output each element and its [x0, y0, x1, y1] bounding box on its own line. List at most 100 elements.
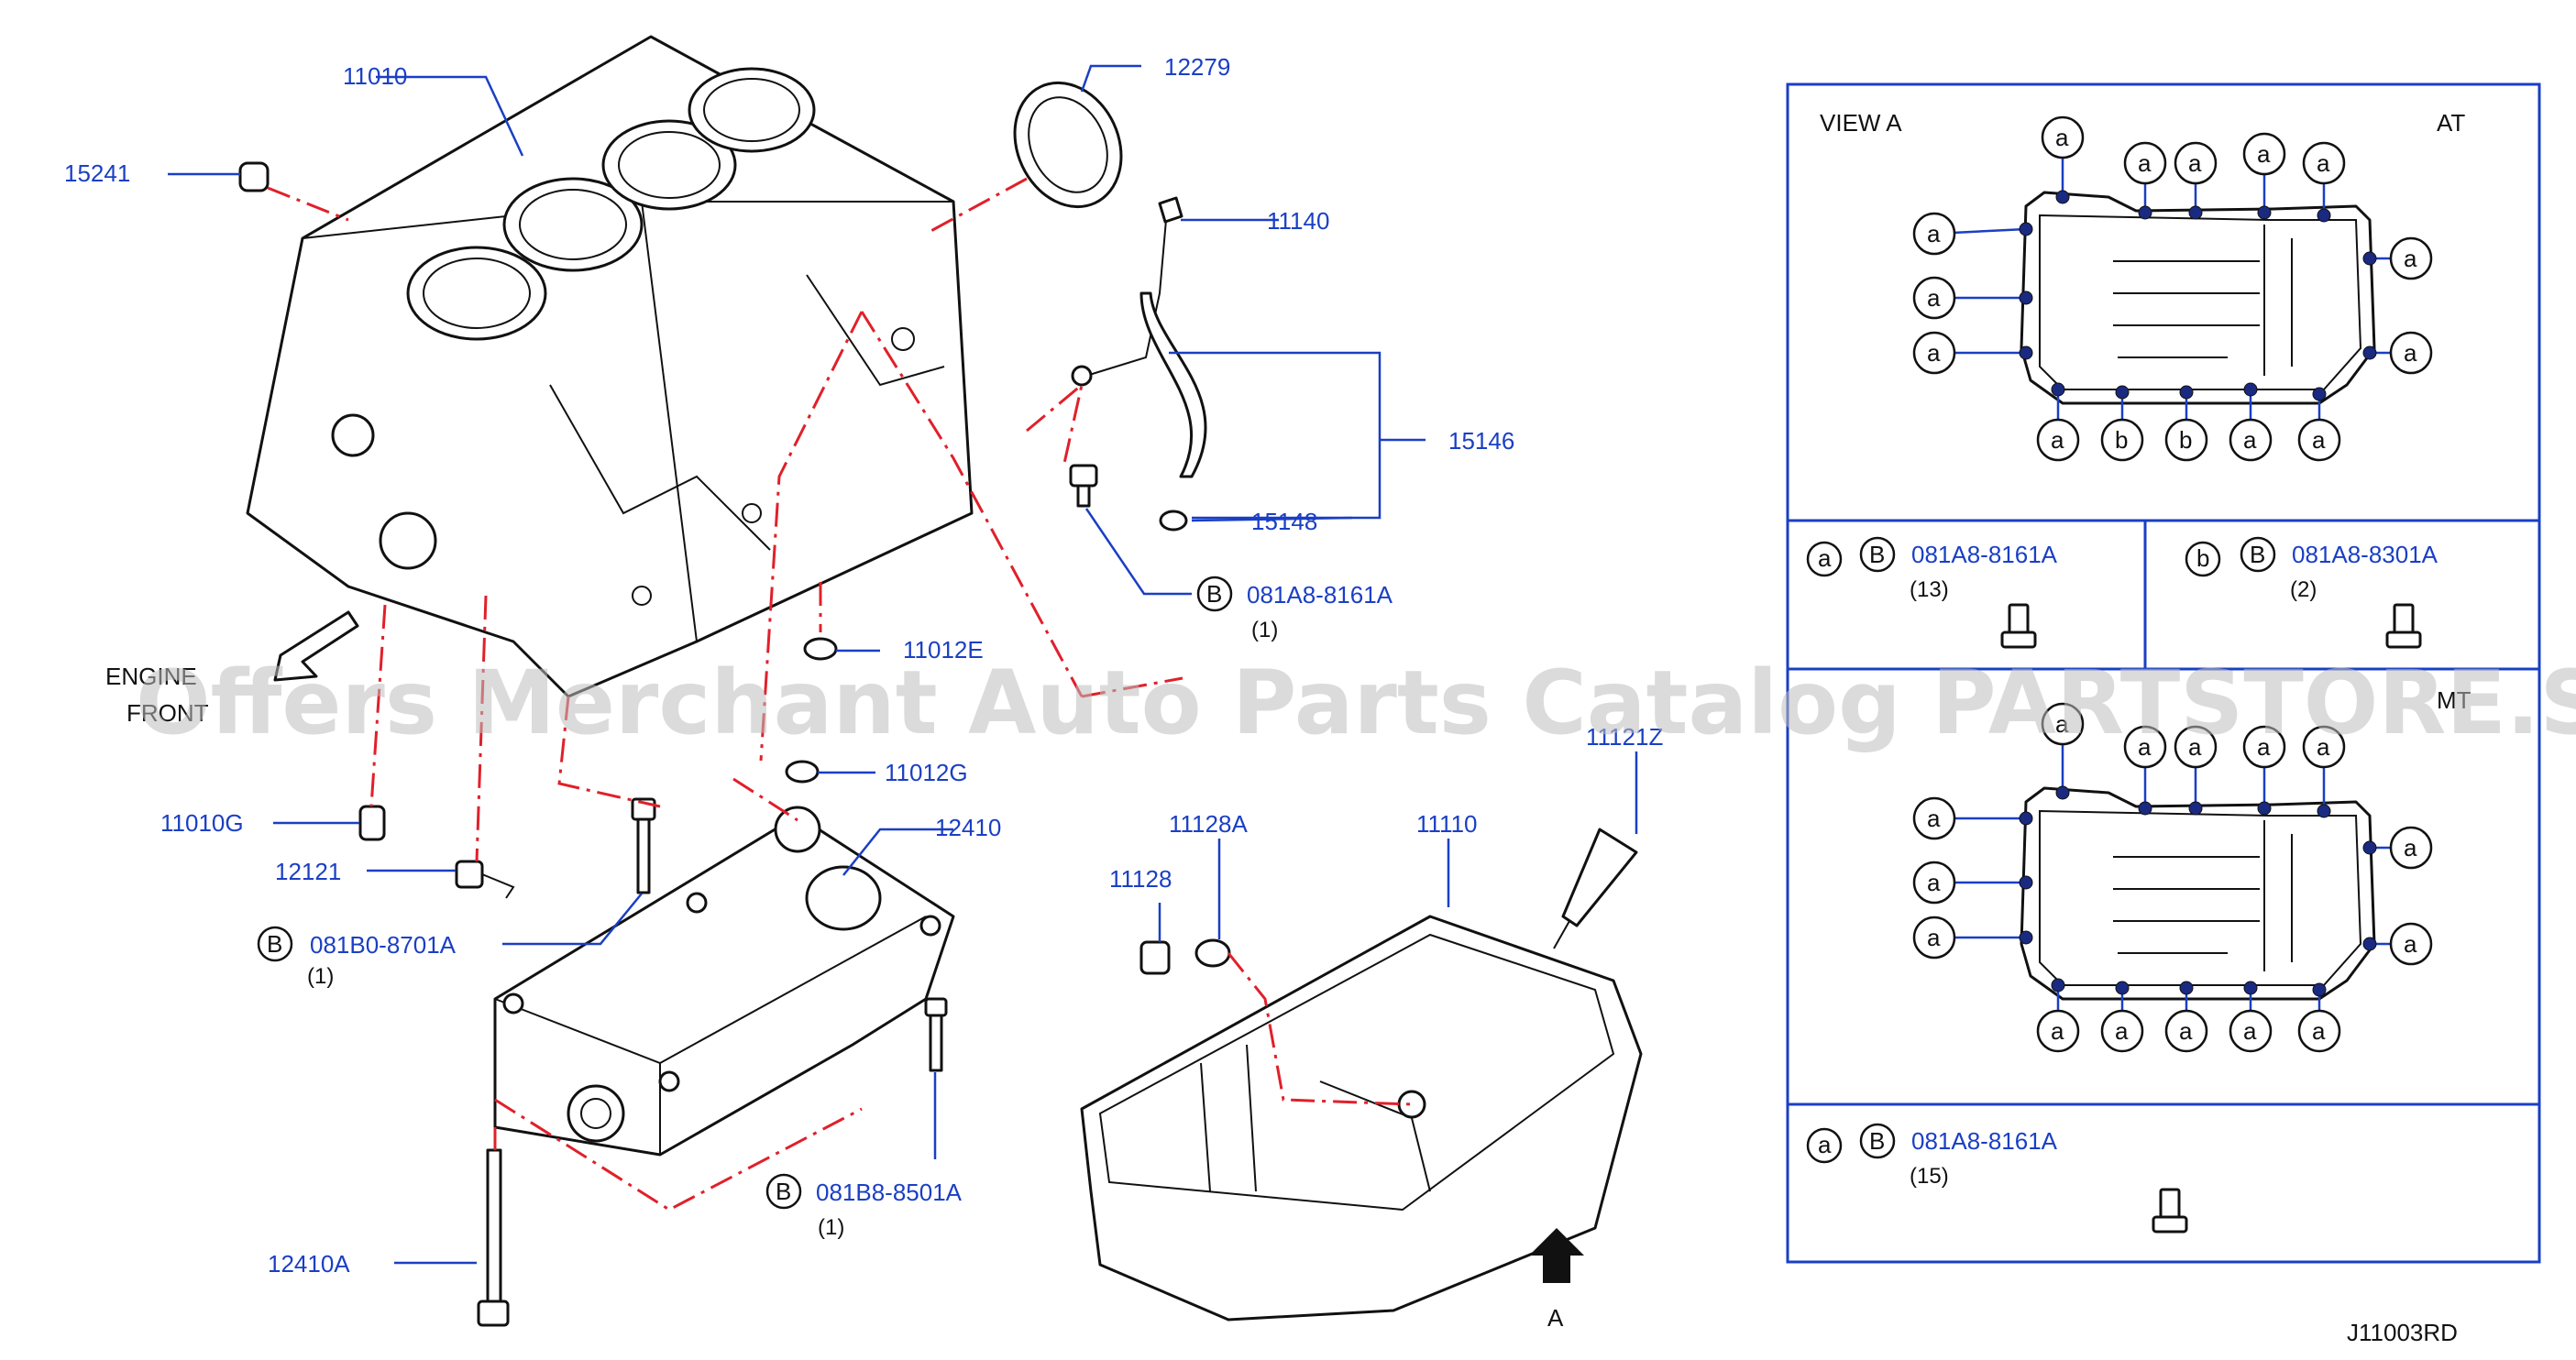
- bolt-icon: [2000, 603, 2037, 649]
- label-11110[interactable]: 11110: [1416, 810, 1478, 838]
- legend-at-a-circle: [1806, 541, 1843, 577]
- label-12121[interactable]: 12121: [275, 858, 341, 885]
- bolt-position-dot: [2179, 981, 2194, 995]
- bolt-position-dot: [2019, 222, 2033, 236]
- phantom-lines: [267, 177, 1413, 1212]
- bolt-code-b-circle: [257, 926, 293, 962]
- label-081B0-8701A[interactable]: 081B0-8701A: [310, 931, 457, 959]
- bolt-callout-letter: a: [2243, 426, 2257, 454]
- bolt-callout-letter: a: [2257, 733, 2271, 761]
- legend-at-b-b-letter: B: [2250, 541, 2265, 568]
- bolt-position-dot: [2115, 981, 2130, 995]
- label-15148[interactable]: 15148: [1251, 508, 1317, 535]
- label-12279[interactable]: 12279: [1164, 53, 1230, 81]
- bolt-callout-letter: b: [2179, 426, 2192, 454]
- knock-pin-15241-drawing: [238, 161, 270, 192]
- label-11121Z[interactable]: 11121Z: [1586, 723, 1663, 751]
- legend-at-a-b-letter: B: [1869, 541, 1885, 568]
- mt-label: MT: [2437, 686, 2471, 714]
- bolt-callout-letter: a: [2115, 1017, 2129, 1045]
- bolt-position-dot: [2257, 205, 2272, 220]
- view-a-arrow-label: A: [1547, 1304, 1564, 1332]
- view-a-arrow-icon: [1529, 1228, 1584, 1283]
- label-081A8-8161A[interactable]: 081A8-8161A: [1247, 581, 1393, 609]
- bolt-callout-circle: [1912, 916, 1956, 960]
- bolt-callout-circle: [2229, 418, 2273, 462]
- legend-at-a-b-circle: [1859, 536, 1896, 573]
- bolt-position-dot: [2055, 190, 2070, 204]
- bolt-code-b-letter: B: [776, 1178, 791, 1205]
- bolt-callout-circle: [2229, 1009, 2273, 1053]
- bolt-callout-letter: a: [2055, 710, 2069, 738]
- legend-mt-a-circle: [1806, 1127, 1843, 1164]
- bolt-callout-circle: [2100, 1009, 2144, 1053]
- bolt-icon: [2152, 1188, 2188, 1234]
- bolt-callout-letter: a: [2317, 733, 2330, 761]
- bolt-position-dot: [2115, 385, 2130, 400]
- label-12410[interactable]: 12410: [935, 814, 1001, 841]
- bolt-081B0-8701A-drawing: [631, 797, 656, 894]
- bolt-callout-letter: a: [2404, 834, 2417, 861]
- bolt-callout-letter: a: [2138, 733, 2152, 761]
- cylinder-block-drawing: [246, 35, 974, 698]
- bolt-callout-letter: a: [1927, 220, 1941, 247]
- bolt-code-b-circle: [765, 1173, 802, 1210]
- bolt-12410A-drawing: [477, 1148, 510, 1327]
- qty-081B8-8501A: (1): [818, 1215, 844, 1240]
- label-11012E[interactable]: 11012E: [903, 636, 984, 664]
- bolt-position-dot: [2188, 801, 2203, 816]
- at-label: AT: [2437, 109, 2465, 137]
- bolt-position-dot: [2188, 205, 2203, 220]
- legend-mt-a-part[interactable]: 081A8-8161A: [1911, 1127, 2058, 1155]
- bolt-callout-letter: a: [2404, 930, 2417, 958]
- bolt-position-dot: [2317, 804, 2331, 818]
- bolt-position-dot: [2243, 382, 2258, 397]
- label-11010G[interactable]: 11010G: [160, 809, 244, 837]
- bolt-callout-letter: a: [2317, 149, 2330, 177]
- bolt-callout-letter: a: [2404, 339, 2417, 367]
- watermark-text: Offers Merchant Auto Parts Catalog PARTS…: [136, 652, 2576, 754]
- bolt-callout-letter: b: [2115, 426, 2128, 454]
- bolt-callout-letter: a: [2257, 140, 2271, 168]
- label-15241[interactable]: 15241: [64, 159, 130, 187]
- label-081B8-8501A[interactable]: 081B8-8501A: [816, 1179, 963, 1206]
- legend-mt-a-b-letter: B: [1869, 1127, 1885, 1155]
- sealant-tube-11121Z-drawing: [1553, 828, 1638, 949]
- label-11140[interactable]: 11140: [1267, 207, 1329, 235]
- bolt-callout-circle: [2036, 418, 2080, 462]
- qty-081A8-8161A: (1): [1251, 618, 1278, 642]
- bolt-position-dot: [2055, 785, 2070, 800]
- bolt-callout-letter: a: [2055, 124, 2069, 151]
- sensor-12121-drawing: [455, 860, 515, 899]
- bolt-callout-circle: [1912, 276, 1956, 320]
- legend-at-b-part[interactable]: 081A8-8301A: [2292, 541, 2438, 568]
- bolt-callout-letter: a: [2312, 1017, 2326, 1045]
- label-11128A[interactable]: 11128A: [1169, 810, 1248, 838]
- bolt-callout-circle: [2164, 418, 2208, 462]
- label-11012G[interactable]: 11012G: [885, 759, 968, 786]
- label-12410A[interactable]: 12410A: [268, 1250, 350, 1278]
- bolt-callout-circle: [2389, 236, 2433, 280]
- bolt-081B8-8501A-drawing: [924, 997, 948, 1072]
- bolt-callout-circle: [2100, 418, 2144, 462]
- label-15146[interactable]: 15146: [1448, 427, 1514, 455]
- bolt-code-b-letter: B: [267, 930, 282, 958]
- legend-at-a-letter: a: [1818, 544, 1832, 572]
- engine-front-arrow-icon: [273, 610, 359, 682]
- bolt-callout-letter: a: [1927, 805, 1941, 832]
- label-11128[interactable]: 11128: [1109, 865, 1172, 893]
- bolt-callout-circle: [1912, 796, 1956, 840]
- bolt-callout-letter: a: [2051, 1017, 2064, 1045]
- bolt-callout-circle: [2123, 725, 2167, 769]
- bolt-callout-circle: [2389, 331, 2433, 375]
- legend-at-b-letter: b: [2196, 544, 2209, 572]
- legend-at-a-part[interactable]: 081A8-8161A: [1911, 541, 2058, 568]
- view-a-title: VIEW A: [1820, 109, 1902, 137]
- leader-lines: [168, 64, 1638, 1265]
- view-a-panel: VIEW A AT MT a B 081A8-8161A (13) b B 08…: [1786, 82, 2541, 1264]
- bolt-position-dot: [2019, 345, 2033, 360]
- label-11010[interactable]: 11010: [343, 62, 407, 90]
- bolt-dipstick-drawing: [1069, 464, 1098, 508]
- view-a-panel-border: [1786, 82, 2541, 1264]
